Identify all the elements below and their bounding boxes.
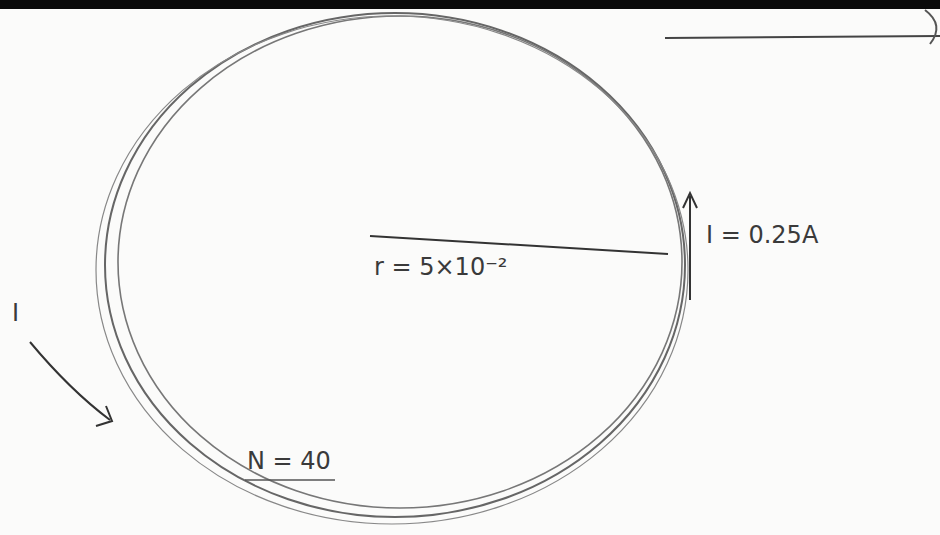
current-value: I = 0.25A: [706, 222, 818, 248]
turns-count: N = 40: [247, 448, 331, 474]
current-symbol: I: [12, 300, 19, 326]
radius-value: r = 5×10⁻²: [374, 254, 507, 280]
